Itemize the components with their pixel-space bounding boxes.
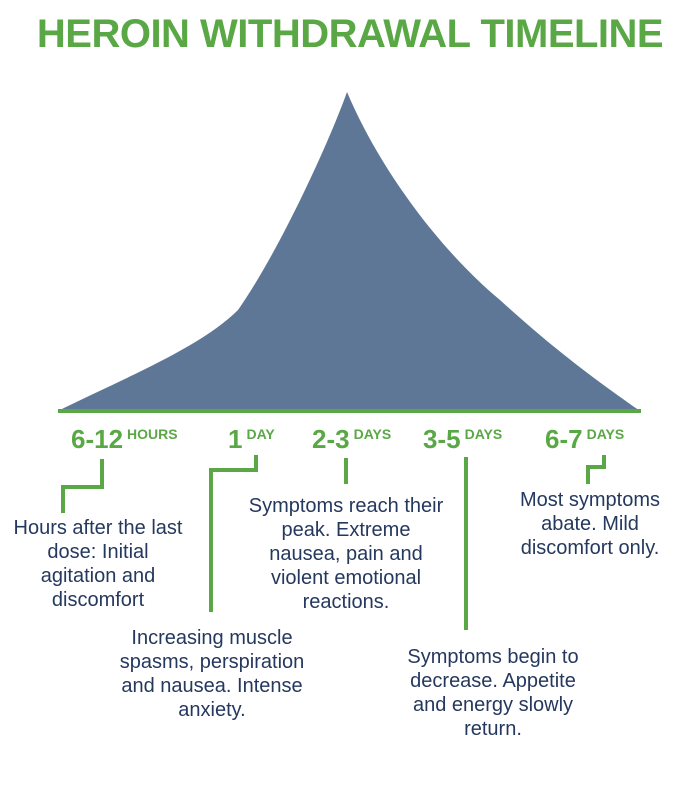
stage-unit: DAYS [586, 426, 625, 442]
symptom-intensity-curve [58, 92, 640, 411]
stage-unit: DAYS [353, 426, 392, 442]
stage-number: 6-12 [71, 424, 124, 454]
stage-unit: HOURS [127, 426, 178, 442]
stage-number: 2-3 [312, 424, 350, 454]
connector-1-day [209, 455, 258, 612]
stage-description-6-7-days: Most symptoms abate. Mild discomfort onl… [519, 489, 661, 559]
page-title: HEROIN WITHDRAWAL TIMELINE [36, 12, 664, 56]
stage-description-1-day: Increasing muscle spasms, perspiration a… [119, 627, 305, 721]
stage-description-2-3-days: Symptoms reach their peak. Extreme nause… [248, 495, 444, 613]
stage-unit: DAYS [464, 426, 503, 442]
stage-number: 3-5 [423, 424, 461, 454]
stage-description-3-5-days: Symptoms begin to decrease. Appetite and… [407, 646, 579, 740]
stage-description-6-12-hours: Hours after the last dose: Initial agita… [13, 517, 183, 611]
connector-6-7-days [586, 455, 606, 484]
stage-number: 1 [228, 424, 243, 454]
stage-number: 6-7 [545, 424, 583, 454]
connector-6-12-hours [61, 459, 104, 513]
stage-unit: DAY [246, 426, 275, 442]
